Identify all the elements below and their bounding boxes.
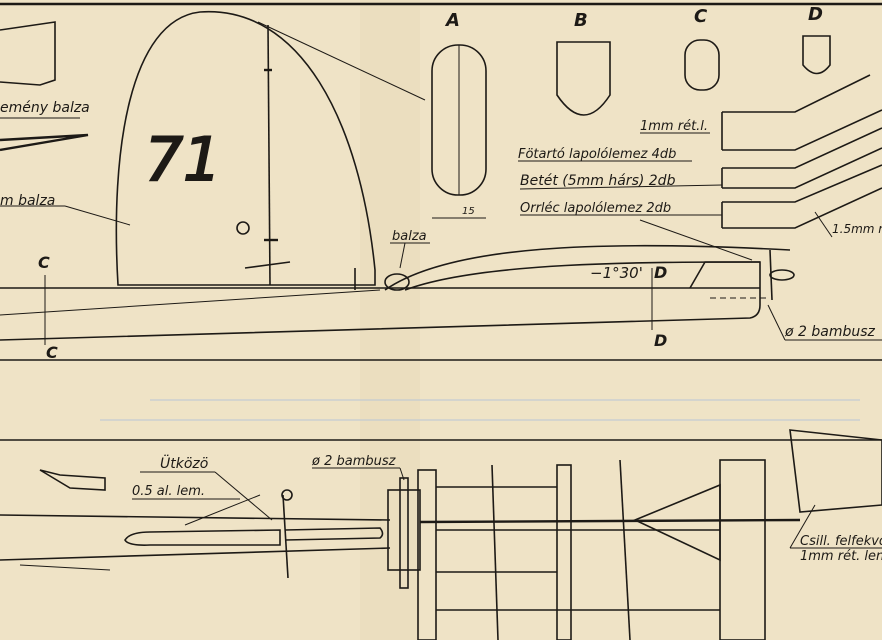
label-bamboo-lower: ø 2 bambusz — [311, 454, 397, 469]
wing-top-view — [0, 429, 882, 640]
label-angle: −1°30' — [590, 264, 643, 282]
label-stop: Ütközö — [160, 454, 208, 472]
dim-15: 15 — [462, 206, 475, 217]
section-d-label: D — [808, 4, 823, 25]
cross-sections: A 15 B C D — [431, 4, 831, 219]
section-c-label: C — [694, 6, 708, 27]
label-mm-balsa: m balza — [0, 193, 55, 209]
label-balza: balza — [392, 229, 427, 244]
label-spar-plate: Fötartó lapolólemez 4db — [518, 147, 676, 162]
label-insert: Betét (5mm hárs) 2db — [520, 173, 676, 189]
wing-plates: 1mm rét.l. Fötartó lapolólemez 4db Betét… — [518, 74, 882, 261]
label-rib-ply: 1mm rét.l. — [640, 119, 708, 134]
label-le-plate: Orrléc lapolólemez 2db — [520, 201, 671, 216]
tail-number: 71 — [145, 125, 221, 195]
section-c-top: C — [38, 253, 50, 272]
section-d-top: D — [654, 263, 667, 282]
label-bamboo-right: ø 2 bambusz — [784, 324, 876, 340]
section-a-label: A — [444, 10, 460, 31]
label-balsa-sheet: emény balza — [0, 100, 90, 116]
section-b-label: B — [574, 10, 588, 31]
label-1-5mm: 1.5mm r — [832, 222, 882, 236]
label-al-sheet: 0.5 al. lem. — [132, 484, 205, 499]
label-csill-1: Csill. felfekvö — [800, 534, 882, 549]
section-c-bottom: C — [46, 343, 58, 362]
label-csill-2: 1mm rét. len — [800, 549, 882, 564]
section-d-bottom: D — [654, 331, 667, 350]
vertical-fin: 71 — [115, 11, 376, 286]
